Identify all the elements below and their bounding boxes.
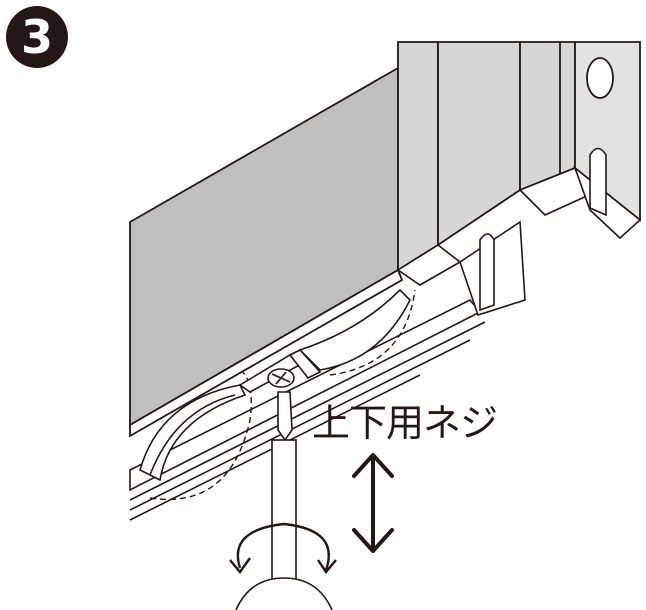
frame-hole xyxy=(586,57,614,99)
roller-right xyxy=(298,288,411,371)
roller-left xyxy=(139,384,247,482)
adjustment-screw xyxy=(267,368,295,388)
rotation-arrow xyxy=(229,522,337,575)
step-number-badge: 3 xyxy=(6,6,68,68)
roller-right-outline xyxy=(329,289,416,376)
up-down-arrow xyxy=(352,453,394,553)
screw-label: 上下用ネジ xyxy=(312,401,498,445)
frame-profile xyxy=(396,147,642,317)
